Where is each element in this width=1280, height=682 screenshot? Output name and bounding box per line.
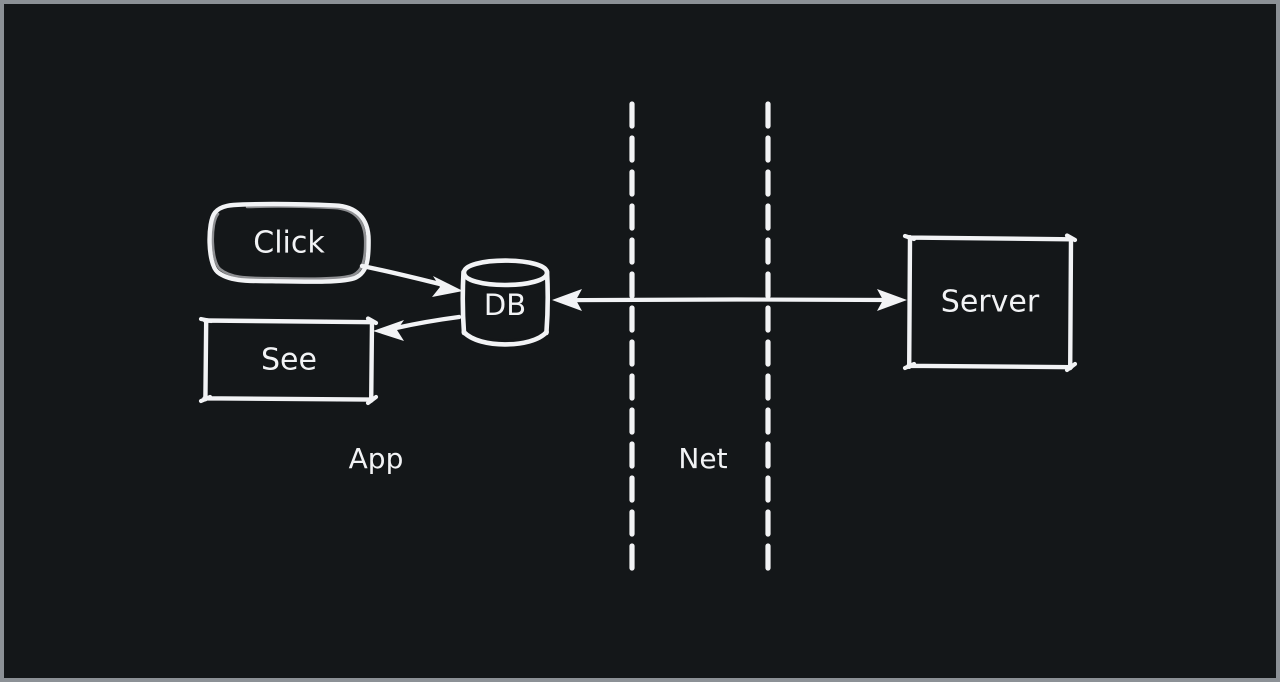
lane-label-app: App	[349, 442, 404, 475]
click-node-fill	[208, 204, 368, 281]
edge-db-to-see-arrowhead	[373, 320, 404, 341]
db-node-fill	[463, 272, 547, 340]
edge-click-to-db-line	[359, 263, 451, 289]
click-node-outline-second-pass	[211, 205, 367, 280]
db-node-top-fill	[463, 261, 547, 285]
edge-db-to-server-arrowhead-left	[552, 289, 582, 311]
edge-click-to-db-arrowhead	[432, 276, 463, 297]
server-node-label: Server	[941, 285, 1040, 320]
db-node-bottom-curve	[461, 329, 549, 347]
node-server[interactable]: Server	[902, 233, 1078, 373]
click-node-label: Click	[253, 226, 325, 261]
see-node-label: See	[261, 343, 317, 378]
diagram-surface[interactable]: Click See DB Se	[4, 4, 1276, 678]
click-node-outline	[207, 201, 371, 284]
see-node-corner-ticks	[198, 316, 379, 406]
edge-db-to-server[interactable]	[552, 289, 907, 311]
db-node-top-ellipse	[461, 258, 550, 288]
server-node-corner-ticks	[902, 233, 1078, 373]
see-node-fill	[206, 321, 372, 399]
edge-db-to-see[interactable]	[373, 314, 462, 341]
node-click[interactable]: Click	[207, 201, 371, 284]
server-node-fill	[910, 238, 1071, 367]
node-db[interactable]: DB	[460, 258, 551, 347]
net-lane-boundaries	[629, 101, 771, 573]
server-node-outline	[906, 235, 1074, 371]
edge-db-to-server-line	[557, 297, 903, 303]
edge-db-to-server-arrowhead-right	[877, 289, 907, 311]
lane-label-net: Net	[678, 442, 727, 475]
edge-db-to-see-line	[393, 314, 462, 331]
db-node-label: DB	[484, 288, 526, 322]
see-node-outline	[202, 318, 375, 403]
edge-click-to-db[interactable]	[359, 263, 463, 297]
node-see[interactable]: See	[198, 316, 379, 406]
